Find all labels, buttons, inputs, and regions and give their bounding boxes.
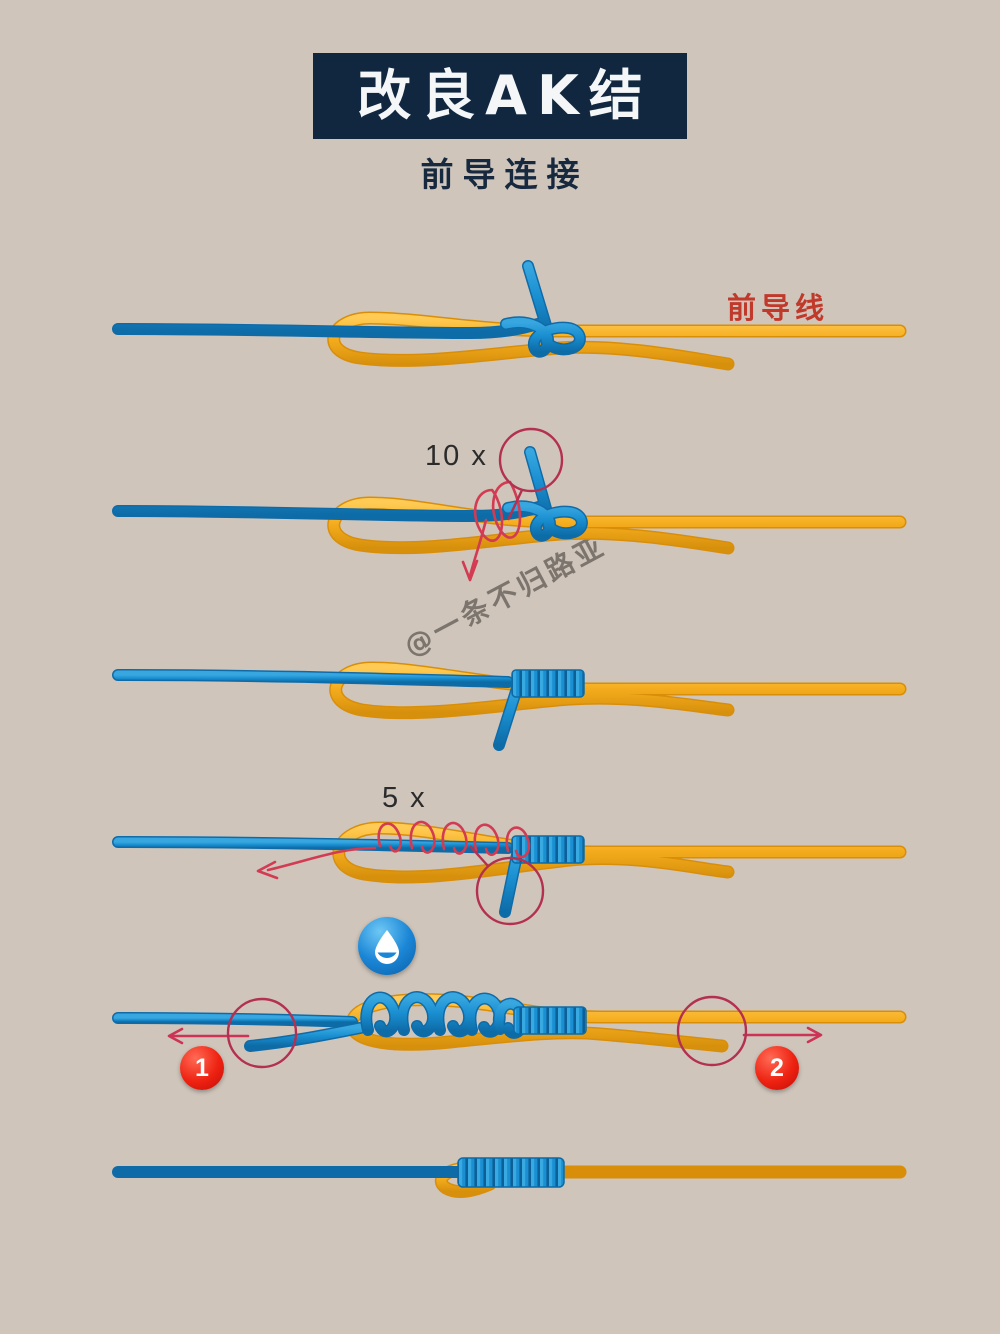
highlight-circle-step4: [469, 845, 545, 926]
step5-loose-wraps: [360, 991, 529, 1039]
wrap-direction-helix-5x: [256, 820, 531, 880]
title-banner: 改良AK结: [313, 53, 687, 139]
step-3-group: [112, 661, 907, 751]
step-2-group: [112, 427, 907, 582]
step-5-group: [112, 991, 907, 1069]
page-title: 改良AK结: [357, 64, 653, 127]
step2-main-line: [112, 446, 553, 523]
pull-arrow-left: [167, 1027, 250, 1045]
leader-line-label: 前导线: [727, 291, 830, 325]
pull-direction-badge-2: 2: [755, 1046, 799, 1090]
wrap-count-label-10: 10 x: [425, 440, 488, 472]
highlight-circle-step5-right: [676, 995, 748, 1067]
step4-coil: [511, 835, 585, 864]
pull-direction-badge-1: 1: [180, 1046, 224, 1090]
step-6-group: [112, 1157, 907, 1198]
page-subtitle: 前导连接: [420, 155, 589, 194]
step-1-group: [112, 260, 907, 371]
step3-coil: [511, 669, 585, 698]
step5-coil: [513, 1006, 587, 1035]
highlight-circle-step5-left: [226, 997, 298, 1069]
highlight-circle-step2: [498, 427, 564, 521]
pull-arrow-right: [742, 1026, 823, 1044]
wrap-direction-arrow-10x: [461, 480, 522, 582]
step-4-group: [112, 820, 907, 926]
step6-coil: [457, 1157, 565, 1188]
step1-leader-line-hl: [328, 312, 905, 369]
wrap-count-label-5: 5 x: [382, 782, 427, 814]
water-drop-icon: [358, 917, 416, 975]
